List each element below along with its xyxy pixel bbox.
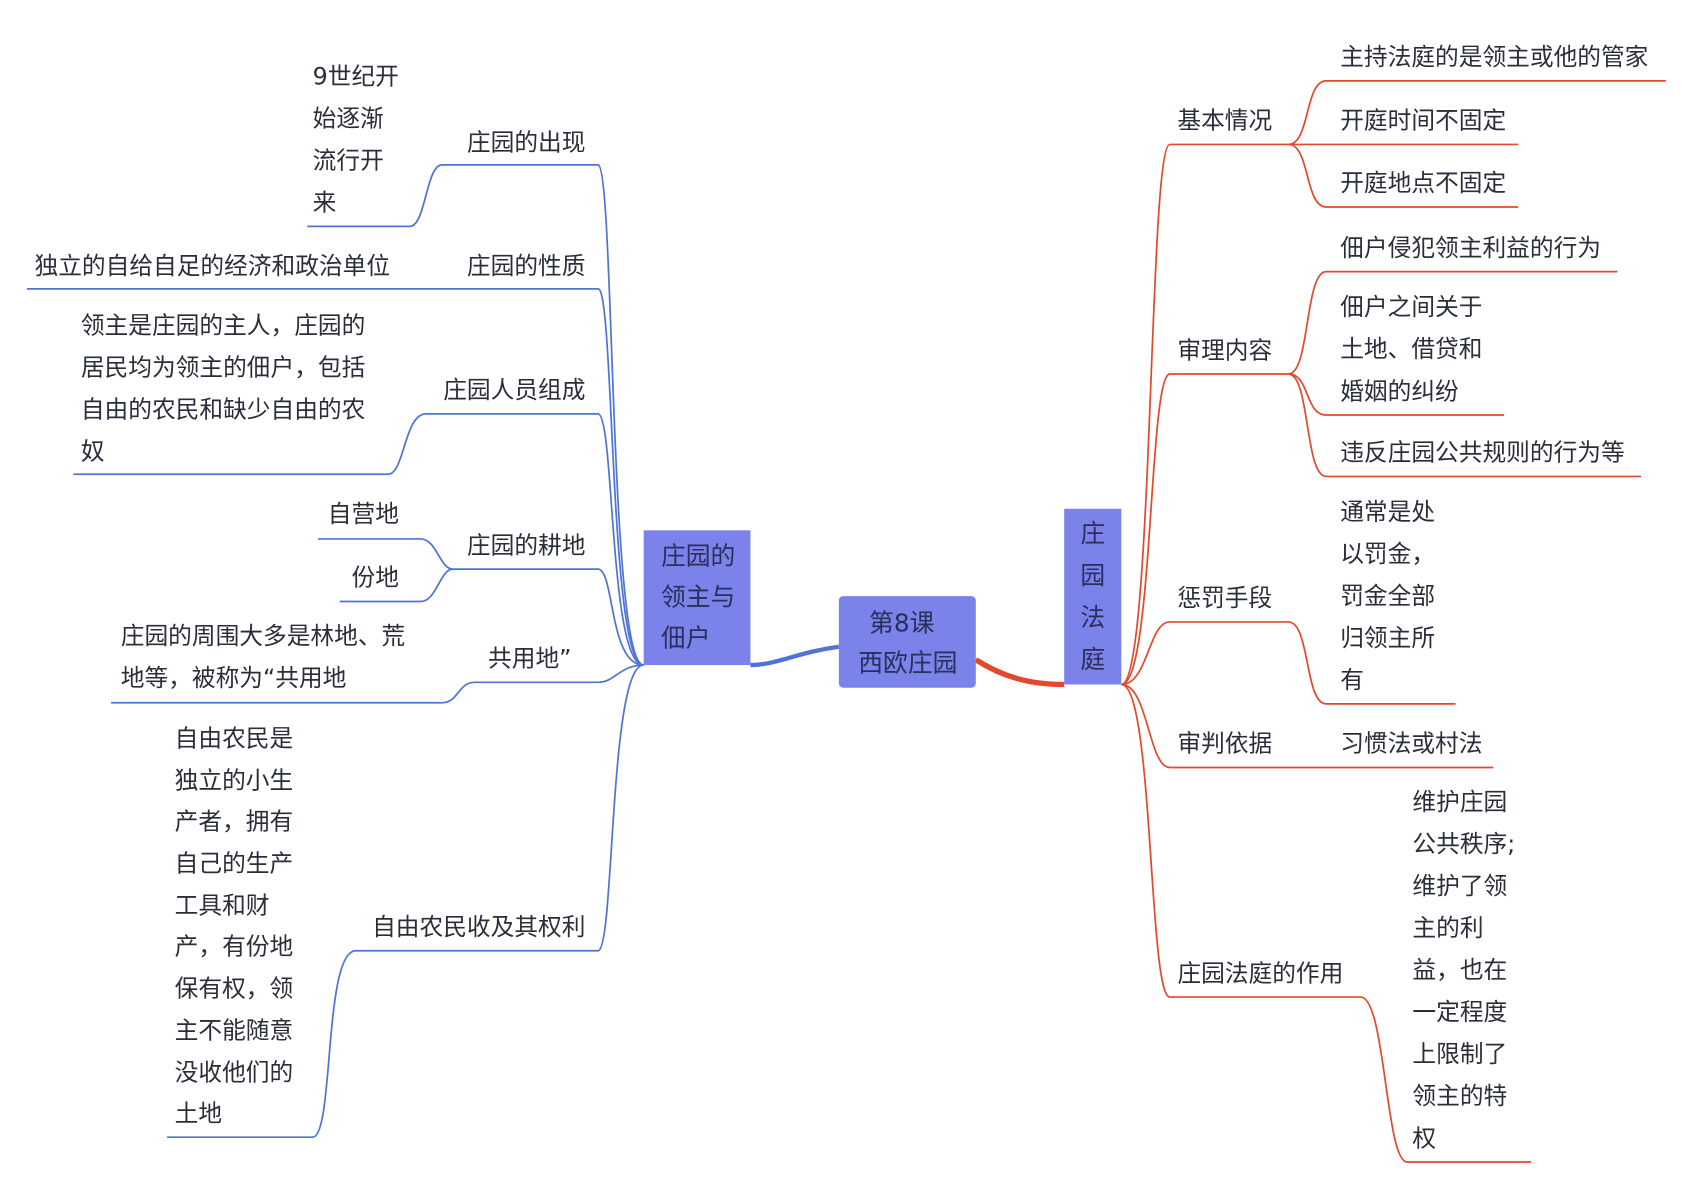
branch-label[interactable]: 自由农民收及其权利 — [372, 913, 585, 941]
leaf-line: 益，也在 — [1412, 956, 1507, 984]
leaf-line: 工具和财 — [175, 891, 270, 919]
node-line: 园 — [1080, 561, 1105, 590]
leaf-line: 份地 — [352, 564, 399, 592]
leaf-line: 维护庄园 — [1412, 788, 1507, 816]
center-line: 第8课 — [869, 609, 935, 638]
branch-label[interactable]: 惩罚手段 — [1177, 584, 1272, 612]
leaf-line: 维护了领 — [1412, 872, 1507, 900]
leaf-line: 领主的特 — [1412, 1082, 1507, 1110]
branch-label[interactable]: 庄园的出现 — [467, 128, 586, 156]
node-line: 庄 — [1080, 519, 1105, 548]
leaf-line: 保有权，领 — [175, 974, 294, 1002]
leaf-line: 自己的生产 — [175, 849, 294, 877]
leaf-line: 土地 — [175, 1099, 222, 1127]
branch-label[interactable]: 庄园人员组成 — [443, 376, 585, 404]
node-line: 法 — [1080, 603, 1105, 632]
left-main-node[interactable]: 庄园的 领主与 佃户 — [643, 530, 751, 666]
leaf-line: 罚金全部 — [1340, 582, 1435, 610]
leaf-line: 主不能随意 — [175, 1016, 294, 1044]
leaf-line: 产者，拥有 — [175, 807, 294, 835]
leaf-line: 自营地 — [328, 500, 399, 528]
left-branches: 庄园的出现 9世纪开 始逐渐 流行开 来 庄园的性质 独立的自给自足的经济和政治… — [35, 63, 586, 1128]
node-line: 领主与 — [661, 583, 735, 612]
node-line: 庄园的 — [661, 542, 735, 571]
right-connectors — [974, 79, 1666, 1163]
leaf-line: 权 — [1412, 1124, 1436, 1152]
leaf-line: 领主是庄园的主人，庄园的 — [81, 312, 365, 340]
branch-label[interactable]: 审判依据 — [1177, 730, 1272, 758]
leaf-line: 有 — [1340, 666, 1364, 694]
node-line: 庭 — [1080, 645, 1105, 674]
leaf-line: 庄园的周围大多是林地、荒 — [121, 622, 405, 650]
center-node[interactable]: 第8课 西欧庄园 — [838, 596, 976, 688]
leaf-multiline: 维护庄园 公共秩序; 维护了领 主的利 益，也在 一定程度 上限制了 领主的特 … — [1412, 788, 1515, 1152]
leaf-line: 来 — [313, 189, 337, 217]
leaf-line: 以罚金， — [1340, 540, 1435, 568]
leaf-line: 佃户之间关于 — [1340, 293, 1482, 321]
leaf-line: 婚姻的纠纷 — [1340, 377, 1459, 405]
leaf-line: 地等，被称为“共用地 — [121, 664, 347, 692]
leaf-line: 自由农民是 — [175, 724, 294, 752]
leaf-line: 土地、借贷和 — [1340, 335, 1482, 363]
leaf-line: 公共秩序; — [1412, 830, 1515, 858]
leaf-line: 主的利 — [1412, 914, 1483, 942]
leaf-line: 没收他们的 — [175, 1059, 294, 1087]
leaf-line: 习惯法或村法 — [1340, 730, 1482, 758]
leaf-multiline: 自由农民是 独立的小生 产者，拥有 自己的生产 工具和财 产，有份地 保有权，领… — [175, 724, 294, 1127]
leaf-line: 开庭时间不固定 — [1340, 107, 1506, 135]
leaf-line: 9世纪开 — [313, 63, 399, 91]
branch-label[interactable]: 庄园的耕地 — [467, 531, 586, 559]
leaf-line: 违反庄园公共规则的行为等 — [1340, 439, 1624, 467]
branch-label[interactable]: 庄园法庭的作用 — [1177, 959, 1343, 987]
leaf-line: 独立的自给自足的经济和政治单位 — [35, 252, 391, 280]
leaf-line: 佃户侵犯领主利益的行为 — [1340, 234, 1601, 262]
leaf-line: 居民均为领主的佃户，包括 — [81, 354, 365, 382]
right-main-node[interactable]: 庄 园 法 庭 — [1064, 508, 1122, 685]
leaf-line: 归领主所 — [1340, 624, 1435, 652]
leaf-line: 上限制了 — [1412, 1040, 1507, 1068]
leaf-line: 产，有份地 — [175, 932, 294, 960]
right-branches: 基本情况 主持法庭的是领主或他的管家 开庭时间不固定 开庭地点不固定 审理内容 … — [1177, 43, 1648, 1152]
leaf-line: 始逐渐 — [313, 105, 384, 133]
leaf-line: 一定程度 — [1412, 998, 1507, 1026]
branch-label[interactable]: 庄园的性质 — [467, 252, 586, 280]
center-line: 西欧庄园 — [858, 648, 957, 677]
leaf-line: 奴 — [81, 438, 105, 466]
branch-label[interactable]: 基本情况 — [1177, 107, 1272, 135]
branch-label[interactable]: 共用地” — [488, 645, 571, 673]
node-line: 佃户 — [661, 624, 711, 653]
leaf-line: 流行开 — [313, 147, 384, 175]
leaf-line: 主持法庭的是领主或他的管家 — [1340, 43, 1648, 71]
branch-label[interactable]: 审理内容 — [1177, 336, 1272, 364]
leaf-line: 通常是处 — [1340, 498, 1435, 526]
leaf-line: 开庭地点不固定 — [1340, 169, 1506, 197]
leaf-line: 独立的小生 — [175, 766, 294, 794]
left-connectors — [26, 164, 840, 1139]
leaf-line: 自由的农民和缺少自由的农 — [81, 396, 365, 424]
